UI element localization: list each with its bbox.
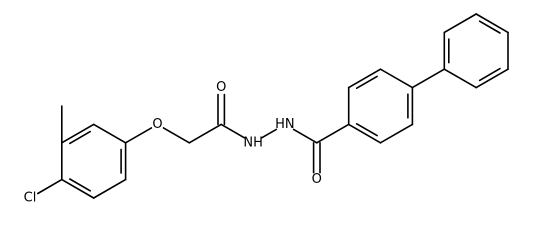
bond	[260, 128, 278, 139]
bond	[292, 128, 318, 144]
bond	[69, 130, 91, 145]
bond	[60, 178, 95, 199]
bond	[36, 178, 63, 195]
chlorine-atom-label: Cl	[24, 191, 37, 206]
bond	[69, 178, 91, 192]
bond	[411, 68, 446, 89]
bond	[355, 123, 378, 137]
bond	[220, 123, 246, 139]
bond	[475, 68, 509, 89]
bond	[347, 123, 382, 144]
bond	[443, 13, 478, 34]
carbonyl-oxygen-label: O	[216, 80, 226, 95]
bond	[355, 75, 378, 89]
bond	[478, 67, 501, 82]
bond	[92, 123, 127, 144]
bond	[475, 13, 509, 34]
bond	[379, 68, 414, 89]
bond	[315, 123, 350, 144]
nh-label: NH	[243, 135, 263, 150]
bond-lines	[36, 13, 509, 199]
bond	[347, 68, 382, 89]
atom-labels: Cl O O NH HN O	[24, 80, 322, 205]
bond	[60, 123, 95, 144]
bond	[188, 123, 222, 144]
bond	[124, 127, 153, 144]
bond	[162, 127, 191, 144]
molecule-structure-diagram: Cl O O NH HN O	[24, 13, 509, 206]
ether-oxygen-label: O	[152, 117, 162, 132]
bond	[443, 68, 478, 89]
hn-label: HN	[275, 117, 295, 132]
bond	[379, 123, 414, 144]
bond	[478, 20, 501, 34]
carbonyl-oxygen-label: O	[312, 172, 322, 187]
bond	[92, 178, 127, 199]
